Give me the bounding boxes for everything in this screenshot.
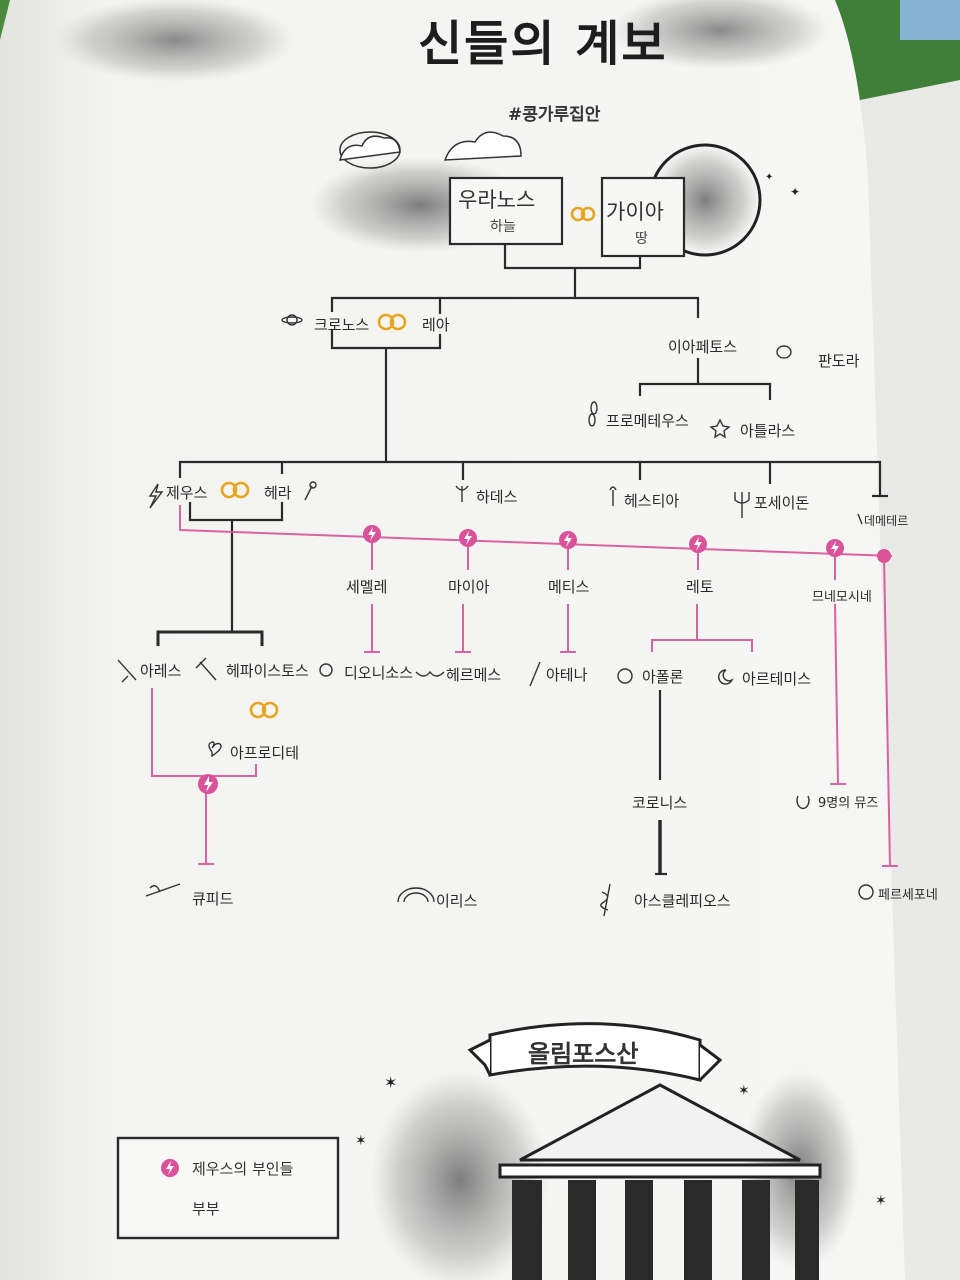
wheat-icon bbox=[857, 513, 863, 525]
mnemosyne-label: 므네모시네 bbox=[812, 590, 872, 605]
legend-box bbox=[116, 1136, 340, 1240]
torch-icon-hestia bbox=[609, 486, 617, 506]
torch-icon bbox=[304, 481, 317, 501]
iapetos-label: 이아페토스 bbox=[668, 338, 738, 356]
uranos-box bbox=[448, 176, 564, 246]
decor-stars: ✶ ✶ ✶ ✶ ✦ ✦ bbox=[355, 172, 887, 1209]
harp-icon bbox=[796, 795, 810, 810]
muses-label: 9명의 뮤즈 bbox=[818, 796, 879, 811]
chain-icon bbox=[588, 401, 598, 427]
lightning-icon bbox=[148, 483, 164, 509]
zeus-label: 제우스 bbox=[166, 484, 208, 502]
pandora-jar-icon bbox=[776, 345, 792, 359]
asklepios-label: 아스클레피오스 bbox=[634, 892, 731, 910]
apollon-label: 아폴론 bbox=[642, 668, 684, 686]
rhea-label: 레아 bbox=[422, 316, 450, 334]
hephaistos-label: 헤파이스토스 bbox=[226, 662, 309, 680]
svg-text:✶: ✶ bbox=[355, 1133, 367, 1149]
stars-icon bbox=[709, 418, 731, 439]
hades-label: 하데스 bbox=[476, 488, 518, 506]
koronis-label: 코로니스 bbox=[632, 794, 688, 812]
svg-text:✦: ✦ bbox=[765, 172, 773, 183]
hermes-label: 헤르메스 bbox=[446, 666, 502, 684]
lightning-markers bbox=[198, 525, 891, 794]
hashtag: #콩가루집안 bbox=[508, 105, 601, 125]
trident-icon bbox=[734, 492, 750, 518]
saturn-icon bbox=[281, 314, 303, 326]
staff-snake-icon bbox=[600, 883, 611, 917]
hera-label: 헤라 bbox=[264, 484, 292, 502]
dionysos-label: 디오니소스 bbox=[344, 664, 414, 682]
uranos-sub: 하늘 bbox=[490, 219, 516, 235]
bident-icon bbox=[455, 485, 469, 502]
heart-icon bbox=[208, 741, 222, 758]
bow-arrow-icon bbox=[145, 883, 181, 897]
demeter-label: 데메테르 bbox=[864, 514, 909, 528]
poseidon-label: 포세이돈 bbox=[754, 494, 810, 512]
wings-icon bbox=[415, 670, 445, 677]
pomegranate-icon bbox=[858, 884, 874, 900]
sun-icon bbox=[617, 668, 633, 684]
gaia-box bbox=[600, 176, 686, 258]
atlas-label: 아틀라스 bbox=[740, 422, 796, 440]
pandora-label: 판도라 bbox=[818, 352, 860, 370]
cupid-label: 큐피드 bbox=[192, 890, 234, 908]
persephone-label: 페르세포네 bbox=[878, 888, 938, 903]
artemis-label: 아르테미스 bbox=[742, 670, 812, 688]
moon-icon bbox=[718, 669, 734, 685]
sword-icon-athena bbox=[529, 661, 541, 687]
gaia-sub: 땅 bbox=[635, 231, 648, 247]
leto-label: 레토 bbox=[686, 578, 714, 596]
metis-label: 메티스 bbox=[548, 578, 590, 596]
flower-icon bbox=[319, 663, 333, 677]
maia-label: 마이아 bbox=[448, 578, 490, 596]
athena-label: 아테나 bbox=[546, 666, 588, 684]
svg-text:✦: ✦ bbox=[790, 185, 800, 199]
legend-wives: 제우스의 부인들 bbox=[192, 1160, 294, 1178]
prometheus-label: 프로메테우스 bbox=[606, 412, 689, 430]
gaia-name: 가이아 bbox=[606, 200, 664, 224]
mountain-banner-label: 올림포스산 bbox=[528, 1040, 639, 1068]
semele-label: 세멜레 bbox=[346, 578, 388, 596]
aphrodite-label: 아프로디테 bbox=[230, 744, 300, 762]
iris-label: 이리스 bbox=[436, 892, 478, 910]
legend-couple: 부부 bbox=[192, 1200, 220, 1218]
sword-icon bbox=[117, 659, 137, 683]
svg-text:✶: ✶ bbox=[875, 1193, 887, 1209]
uranos-name: 우라노스 bbox=[458, 188, 536, 212]
ares-label: 아레스 bbox=[140, 662, 182, 680]
kronos-label: 크로노스 bbox=[314, 316, 370, 334]
page-title: 신들의 계보 bbox=[418, 16, 668, 72]
rainbow-icon bbox=[397, 887, 435, 903]
hestia-label: 헤스티아 bbox=[624, 492, 680, 510]
svg-text:✶: ✶ bbox=[738, 1083, 750, 1099]
hammer-icon bbox=[195, 657, 217, 681]
svg-text:✶: ✶ bbox=[384, 1073, 397, 1092]
